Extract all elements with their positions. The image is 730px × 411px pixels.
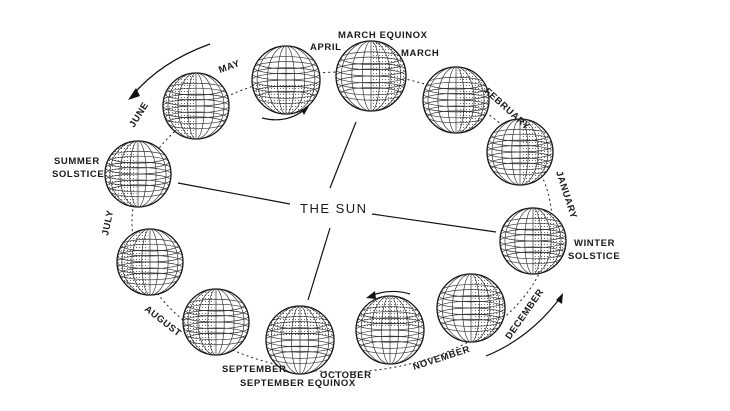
january-globe [486,118,554,186]
label-january: JANUARY [553,170,579,221]
label-march-equinox: MARCH EQUINOX [338,30,428,41]
label-march: MARCH [401,48,439,59]
april-globe [251,45,321,115]
label-november: NOVEMBER [412,344,472,373]
summer-solstice-globe [104,140,172,208]
december-globe [436,273,506,343]
label-summer-solstice-1: SUMMER [54,156,100,167]
sun-rays [177,121,497,301]
march-equinox-globe [335,40,407,112]
earth-globes [104,40,567,375]
label-july: JULY [100,209,116,237]
orbit-direction-arrows [128,43,563,357]
may-june-globe [162,72,230,140]
label-winter-solstice-2: SOLSTICE [568,251,620,262]
label-winter-solstice-1: WINTER [574,238,615,249]
sun-label: THE SUN [300,201,368,216]
label-june: JUNE [127,100,151,129]
label-april: APRIL [310,42,342,53]
february-globe [422,66,490,134]
october-globe [265,305,335,375]
november-globe [355,295,425,365]
label-summer-solstice-2: SOLSTICE [52,169,104,180]
label-may: MAY [217,58,242,76]
label-october: OCTOBER [320,370,372,381]
winter-solstice-globe [499,207,567,275]
label-september-equinox: SEPTEMBER EQUINOX [240,378,356,389]
september-globe [182,288,250,356]
label-september: SEPTEMBER [222,364,287,375]
july-august-globe [116,228,184,296]
label-august: AUGUST [142,304,183,340]
